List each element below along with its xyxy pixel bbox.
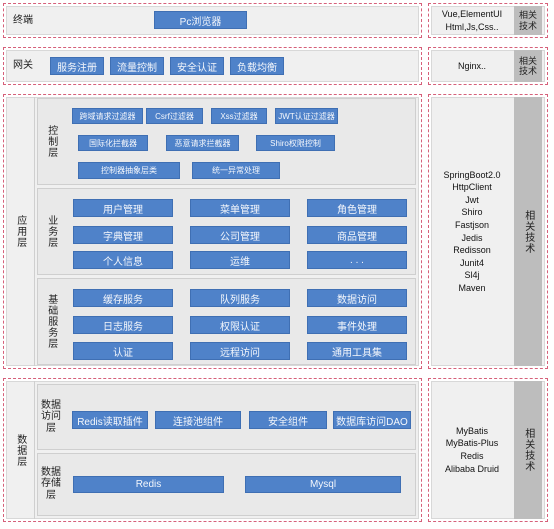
gateway-item-flow-control: 流量控制 [110,57,164,75]
base-item: 通用工具集 [307,342,407,360]
tech-item: Sl4j [464,270,480,281]
terminal-tech-label: 相关技术 [514,6,542,35]
app-tech-label-text: 相关技术 [522,209,534,254]
business-item: 运维 [190,251,290,269]
tech-item: MyBatis [455,425,488,436]
tech-item: Jwt [465,194,479,205]
base-item: 缓存服务 [73,289,173,307]
tech-item: Html,Js,Css.. [445,21,499,32]
tech-item: Alibaba Druid [444,463,500,474]
tech-item: Nginx.. [457,60,486,71]
data-label: 数据层 [14,433,26,467]
app-tech-list: SpringBoot2.0 HttpClient Jwt Shiro Fastj… [433,97,511,366]
mysql-storage-box: Mysql [245,476,401,493]
base-item: 日志服务 [73,316,173,334]
pc-browser-box: Pc浏览器 [154,11,247,29]
gateway-item-service-register: 服务注册 [50,57,104,75]
base-item: 远程访问 [190,342,290,360]
data-tech-label-text: 相关技术 [522,428,534,472]
tech-item: Junit4 [459,257,485,268]
business-item: 菜单管理 [190,199,290,217]
app-label: 应用层 [14,215,26,248]
gateway-tech-label-text: 相关技术 [518,55,537,76]
business-item: 个人信息 [73,251,173,269]
gateway-tech-label: 相关技术 [514,50,542,82]
gateway-label: 网关 [13,60,33,72]
gateway-item-load-balance: 负载均衡 [230,57,284,75]
redis-read-plugin-box: Redis读取插件 [72,411,148,429]
gateway-tech-frame [428,47,548,85]
security-component-box: 安全组件 [249,411,327,429]
cors-filter-box: 跨域请求过滤器 [72,108,143,124]
tech-item: Maven [458,282,486,293]
business-item: 用户管理 [73,199,173,217]
tech-item: Vue,ElementUI [441,8,503,19]
gateway-left-frame [3,47,422,85]
gateway-item-security-auth: 安全认证 [170,57,224,75]
unified-exception-box: 统一异常处理 [192,162,280,179]
connection-pool-box: 连接池组件 [155,411,241,429]
terminal-tech-list: Vue,ElementUI Html,Js,Css.. [433,6,511,35]
data-tech-label: 相关技术 [514,381,542,519]
base-item: 权限认证 [190,316,290,334]
terminal-tech-label-text: 相关技术 [518,10,537,31]
base-layer-label: 基础服务层 [45,294,57,349]
gateway-tech-list: Nginx.. [433,50,511,82]
base-item: 认证 [73,342,173,360]
data-divider [34,381,35,519]
redis-storage-box: Redis [73,476,224,493]
tech-item: HttpClient [452,182,492,193]
controller-abstract-box: 控制器抽象层类 [78,162,180,179]
data-tech-frame [428,378,548,522]
tech-item: MyBatis-Plus [445,438,499,449]
tech-item: Shiro [461,207,483,218]
app-tech-frame [428,94,548,369]
business-layer-label: 业务层 [45,215,57,248]
business-item: 公司管理 [190,226,290,244]
access-layer-label: 数据访问层 [41,399,61,434]
app-tech-label: 相关技术 [514,97,542,366]
xss-filter-box: Xss过滤器 [211,108,267,124]
app-left-frame [3,94,422,369]
base-item: 队列服务 [190,289,290,307]
terminal-tech-frame [428,3,548,38]
business-item: 角色管理 [307,199,407,217]
tech-item: Jedis [461,232,483,243]
business-item: . . . [307,251,407,269]
i18n-interceptor-box: 国际化拦截器 [78,135,148,151]
business-item: 商品管理 [307,226,407,244]
control-layer-label: 控制层 [45,125,57,158]
data-tech-list: MyBatis MyBatis-Plus Redis Alibaba Druid [433,381,511,519]
db-access-dao-box: 数据库访问DAO [333,411,411,429]
app-divider [34,97,35,366]
malicious-request-interceptor-box: 恶意请求拦截器 [166,135,239,151]
tech-item: Fastjson [454,219,489,230]
jwt-filter-box: JWT认证过滤器 [275,108,338,124]
storage-layer-label: 数据存储层 [41,466,61,501]
business-item: 字典管理 [73,226,173,244]
tech-item: Redisson [453,245,491,256]
base-item: 数据访问 [307,289,407,307]
shiro-permission-box: Shiro权限控制 [256,135,335,151]
terminal-left-frame [3,3,422,38]
terminal-panel [6,6,419,35]
base-item: 事件处理 [307,316,407,334]
tech-item: Redis [460,451,484,461]
tech-item: SpringBoot2.0 [443,169,501,180]
data-left-frame [3,378,422,522]
terminal-label: 终端 [13,14,33,26]
csrf-filter-box: Csrf过滤器 [146,108,203,124]
